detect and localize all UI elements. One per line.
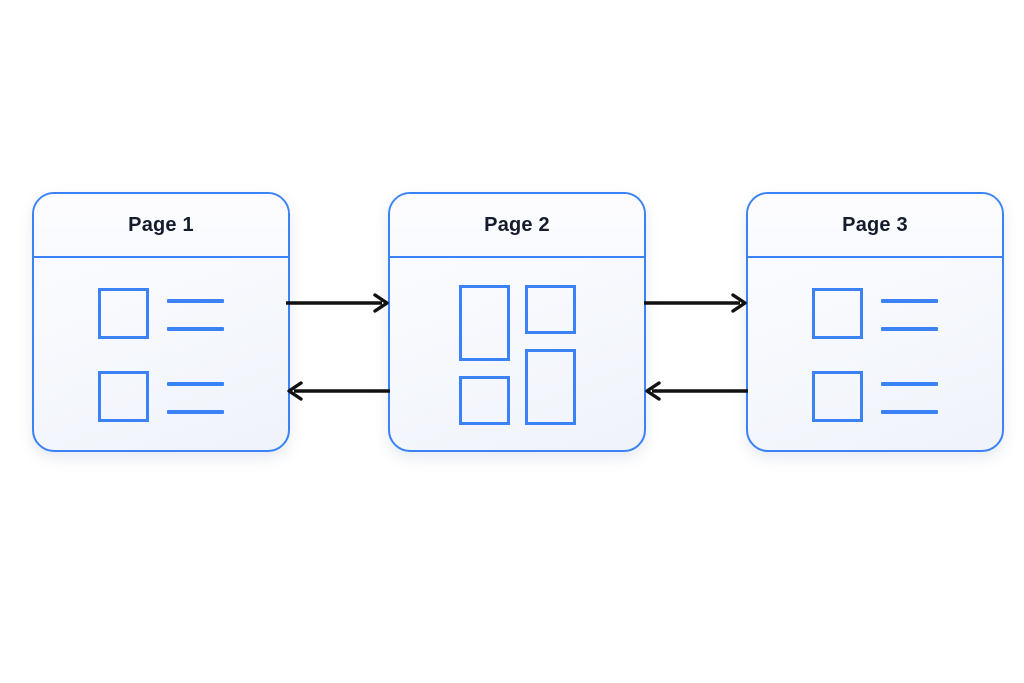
card-header-page-3: Page 3 <box>748 194 1002 258</box>
list-layout-page-1 <box>98 288 224 422</box>
list-layout-page-3 <box>812 288 938 422</box>
text-line-group <box>167 297 224 331</box>
thumbnail-placeholder-icon <box>98 371 149 422</box>
arrow-left-icon <box>287 381 303 401</box>
text-line <box>167 409 224 414</box>
text-line <box>167 298 224 303</box>
thumbnail-placeholder-icon <box>812 371 863 422</box>
arrow-right-icon <box>731 293 747 313</box>
page-card-page-1[interactable]: Page 1 <box>32 192 290 452</box>
card-body-page-2 <box>390 258 644 450</box>
content-block-placeholder[interactable] <box>524 349 576 425</box>
connector-page2-to-page3[interactable] <box>644 293 747 313</box>
arrow-left-icon <box>645 381 661 401</box>
list-item[interactable] <box>98 288 224 339</box>
connector-group-page2-page3 <box>644 293 748 401</box>
thumbnail-placeholder-icon <box>812 288 863 339</box>
card-body-page-3 <box>748 258 1002 450</box>
page-card-page-3[interactable]: Page 3 <box>746 192 1004 452</box>
page-title-page-2: Page 2 <box>484 214 550 236</box>
card-body-page-1 <box>34 258 288 450</box>
masonry-column-right <box>524 285 576 425</box>
connector-group-page1-page2 <box>286 293 390 401</box>
text-line-group <box>881 297 938 331</box>
content-block-placeholder[interactable] <box>524 285 576 334</box>
text-line <box>881 409 938 414</box>
content-block-placeholder[interactable] <box>458 376 510 425</box>
list-item[interactable] <box>812 288 938 339</box>
arrow-right-icon <box>373 293 389 313</box>
masonry-column-left <box>458 285 510 425</box>
card-header-page-1: Page 1 <box>34 194 288 258</box>
page-card-page-2[interactable]: Page 2 <box>388 192 646 452</box>
text-line <box>881 326 938 331</box>
content-block-placeholder[interactable] <box>458 285 510 361</box>
card-header-page-2: Page 2 <box>390 194 644 258</box>
text-line <box>881 298 938 303</box>
connector-page2-to-page1[interactable] <box>287 381 390 401</box>
list-item[interactable] <box>98 371 224 422</box>
text-line <box>167 326 224 331</box>
masonry-layout-page-2 <box>458 285 576 425</box>
connector-page1-to-page2[interactable] <box>286 293 389 313</box>
text-line-group <box>881 380 938 414</box>
connector-page3-to-page2[interactable] <box>645 381 748 401</box>
text-line <box>881 381 938 386</box>
page-title-page-3: Page 3 <box>842 214 908 236</box>
text-line <box>167 381 224 386</box>
list-item[interactable] <box>812 371 938 422</box>
thumbnail-placeholder-icon <box>98 288 149 339</box>
page-title-page-1: Page 1 <box>128 214 194 236</box>
text-line-group <box>167 380 224 414</box>
